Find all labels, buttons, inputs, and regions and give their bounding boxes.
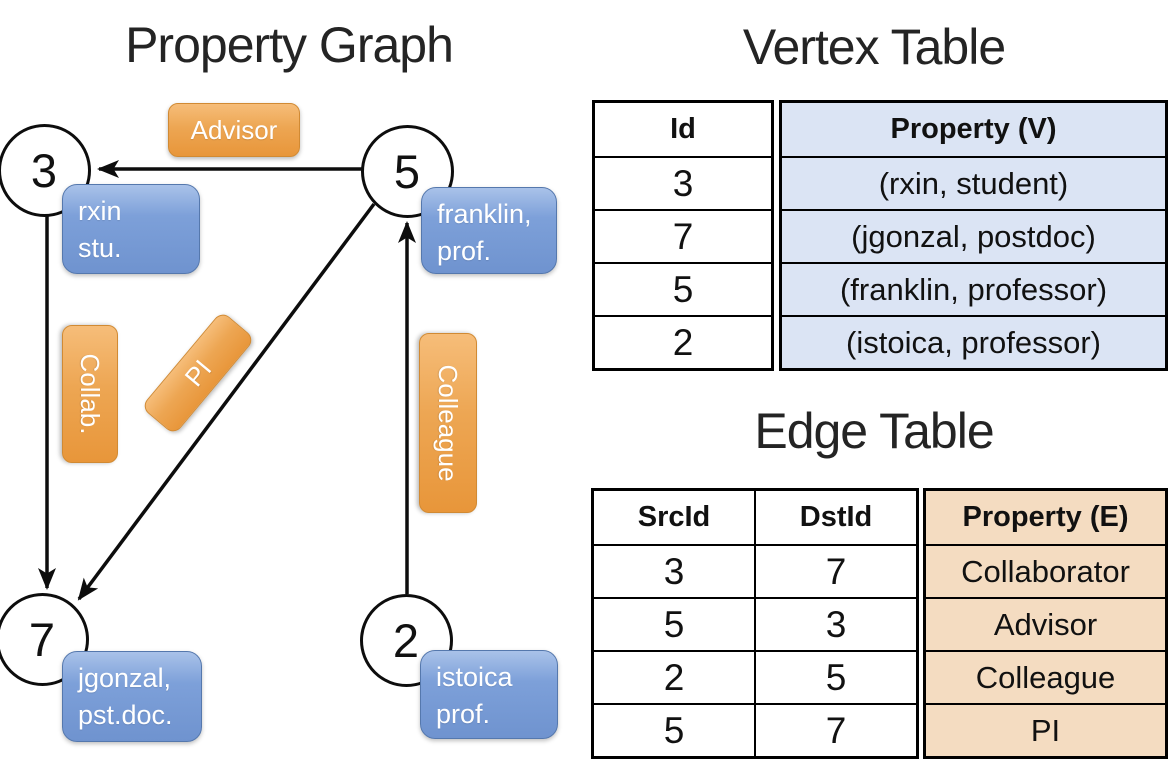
vertex-property-box-7: jgonzal, pst.doc. (62, 651, 202, 742)
vertex-property-box-2: istoica prof. (420, 650, 558, 739)
vertex-table-id-cell: 5 (595, 262, 771, 315)
edge-table-dst-cell: 3 (754, 597, 916, 650)
edge-table-header-dstid: DstId (754, 491, 916, 544)
edge-table-id-columns: SrcId DstId 3 7 5 3 2 5 5 7 (591, 488, 919, 759)
vertex-property-line: franklin, (437, 199, 532, 229)
edge-table-property-cell: PI (926, 703, 1165, 756)
vertex-property-line: rxin (78, 196, 122, 226)
edge-label-colleague: Colleague (419, 333, 477, 513)
vertex-table-id-cell: 7 (595, 209, 771, 262)
node-id-label: 5 (393, 144, 421, 198)
edge-line-pi-5-to-7 (77, 202, 376, 601)
vertex-property-box-3: rxin stu. (62, 184, 200, 274)
edge-table-dst-cell: 7 (754, 544, 916, 597)
edge-table-dst-cell: 5 (754, 650, 916, 703)
edge-table-src-cell: 5 (594, 597, 754, 650)
vertex-property-box-5: franklin, prof. (421, 187, 557, 274)
vertex-property-line: istoica (436, 662, 513, 692)
edge-table-property-column: Property (E) Collaborator Advisor Collea… (923, 488, 1168, 759)
node-id-label: 3 (30, 143, 58, 197)
node-id-label: 7 (28, 612, 56, 666)
property-graph-title: Property Graph (125, 17, 454, 73)
vertex-table-property-column: Property (V) (rxin, student) (jgonzal, p… (779, 100, 1168, 371)
graph-edges-canvas (38, 160, 416, 601)
vertex-table-property-cell: (jgonzal, postdoc) (782, 209, 1165, 262)
vertex-table-property-cell: (rxin, student) (782, 156, 1165, 209)
vertex-table-header-property: Property (V) (782, 103, 1165, 156)
vertex-table-property-cell: (franklin, professor) (782, 262, 1165, 315)
edge-table-src-cell: 3 (594, 544, 754, 597)
vertex-property-line: prof. (436, 699, 491, 729)
node-id-label: 2 (392, 613, 420, 667)
edge-table-src-cell: 2 (594, 650, 754, 703)
edge-table-title: Edge Table (754, 403, 994, 459)
edge-table-property-cell: Collaborator (926, 544, 1165, 597)
vertex-property-line: prof. (437, 236, 492, 266)
vertex-table-id-column: Id 3 7 5 2 (592, 100, 774, 371)
edge-table-property-cell: Advisor (926, 597, 1165, 650)
edge-label-collab: Collab. (62, 325, 118, 463)
edge-table-property-cell: Colleague (926, 650, 1165, 703)
vertex-property-line: pst.doc. (78, 700, 173, 730)
edge-table-header-property: Property (E) (926, 491, 1165, 544)
vertex-table-property-cell: (istoica, professor) (782, 315, 1165, 368)
vertex-table-id-cell: 3 (595, 156, 771, 209)
edge-table-header-srcid: SrcId (637, 501, 711, 533)
vertex-property-line: stu. (78, 233, 122, 263)
graph-node-5: 5 (360, 124, 454, 218)
vertex-property-line: jgonzal, (78, 663, 172, 693)
edge-label-advisor: Advisor (168, 103, 300, 157)
vertex-table-title: Vertex Table (742, 19, 1006, 75)
edge-table-src-cell: 5 (594, 703, 754, 756)
edge-table-dst-cell: 7 (754, 703, 916, 756)
vertex-table-id-cell: 2 (595, 315, 771, 368)
vertex-table-header-id: Id (670, 113, 696, 145)
